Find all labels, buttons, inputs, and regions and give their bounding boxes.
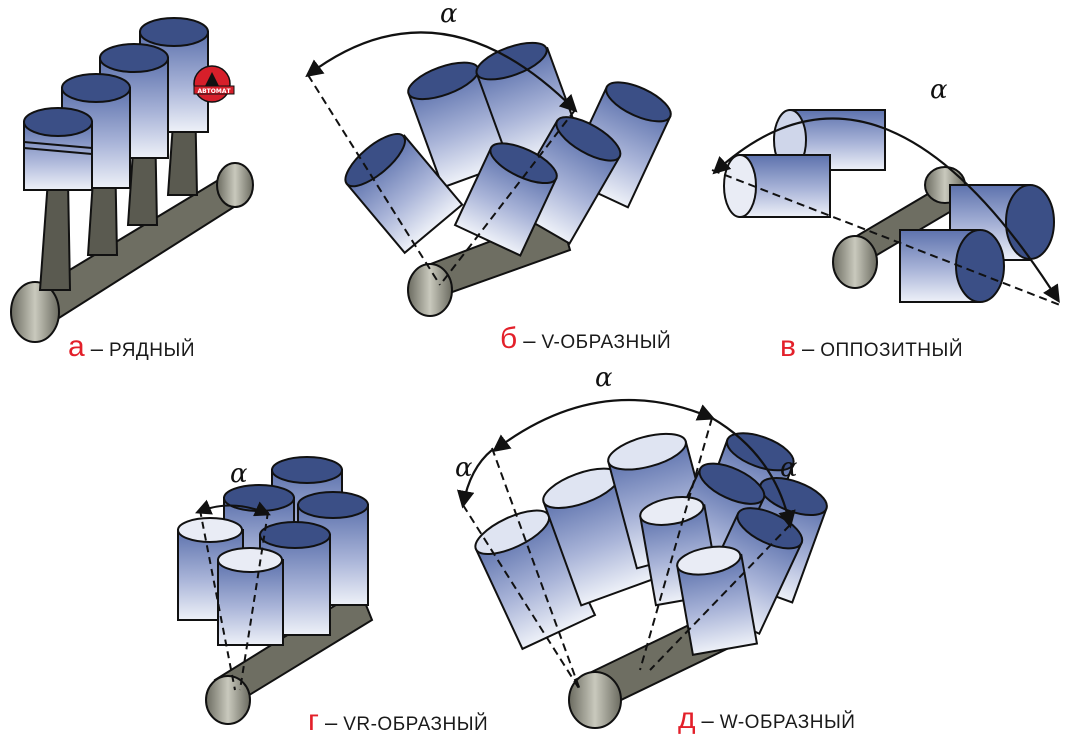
vr-engine-diagram — [177, 456, 374, 725]
cylinders — [723, 109, 1055, 303]
caption-letter: в — [780, 330, 796, 363]
caption-letter: д — [678, 702, 696, 735]
piston — [23, 107, 93, 191]
angle-label: α — [455, 453, 473, 483]
angle-label: α — [595, 363, 613, 393]
angle-label: α — [230, 459, 248, 489]
caption-description: V-ОБРАЗНЫЙ — [541, 332, 672, 353]
cylinders — [23, 17, 209, 191]
angle-label: α — [440, 0, 458, 29]
boxer-engine-diagram — [711, 109, 1061, 306]
angle-label: α — [930, 75, 948, 105]
angle-indicator — [195, 499, 271, 691]
caption-letter: г — [308, 704, 319, 737]
caption-description: ОППОЗИТНЫЙ — [820, 340, 963, 361]
angle-indicator — [711, 117, 1061, 306]
caption-description: W-ОБРАЗНЫЙ — [719, 712, 856, 733]
angle-indicator — [456, 398, 796, 691]
w-engine-diagram — [456, 398, 828, 729]
caption-w-shaped: д–W-ОБРАЗНЫЙ — [678, 702, 856, 735]
caption-boxer: в–ОППОЗИТНЫЙ — [780, 330, 963, 363]
cylinders — [344, 41, 672, 257]
caption-letter: а — [68, 330, 85, 363]
caption-description: VR-ОБРАЗНЫЙ — [343, 714, 489, 735]
crankshaft — [10, 162, 254, 343]
cylinders — [474, 432, 828, 656]
caption-v-shaped: б–V-ОБРАЗНЫЙ — [500, 322, 672, 355]
angle-indicator — [305, 31, 578, 286]
angle-label: α — [780, 453, 798, 483]
v-engine-diagram — [305, 31, 672, 317]
inline-engine-diagram — [10, 17, 254, 343]
caption-vr-shaped: г–VR-ОБРАЗНЫЙ — [308, 704, 489, 737]
caption-letter: б — [500, 322, 518, 355]
drom-logo-icon: АВТОМАТ — [190, 64, 240, 104]
caption-description: РЯДНЫЙ — [108, 340, 195, 361]
caption-inline: а–РЯДНЫЙ — [68, 330, 195, 363]
crankshaft — [407, 213, 572, 317]
logo-text: АВТОМАТ — [197, 88, 231, 95]
